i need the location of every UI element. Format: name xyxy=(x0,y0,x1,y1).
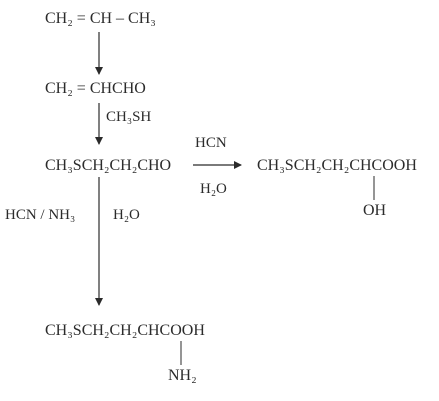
methanethiol-reagent: CH₃SH xyxy=(106,109,152,125)
water-reagent-down: H₂O xyxy=(113,207,140,223)
water-reagent-right: H₂O xyxy=(200,181,227,197)
hydroxy-acid-formula: CH₃SCH₂CH₂CHCOOH xyxy=(257,157,417,174)
propene-formula: CH₂ = CH – CH₃ xyxy=(45,10,156,27)
hcn-ammonia-reagent: HCN / NH₃ xyxy=(5,207,76,223)
hydroxy-substituent: OH xyxy=(363,202,387,219)
methionine-formula: CH₃SCH₂CH₂CHCOOH xyxy=(45,322,205,339)
amino-substituent: NH₂ xyxy=(168,367,197,384)
hcn-reagent-right: HCN xyxy=(195,135,227,151)
methional-formula: CH₃SCH₂CH₂CHO xyxy=(45,157,172,174)
acrolein-formula: CH₂ = CHCHO xyxy=(45,80,146,97)
